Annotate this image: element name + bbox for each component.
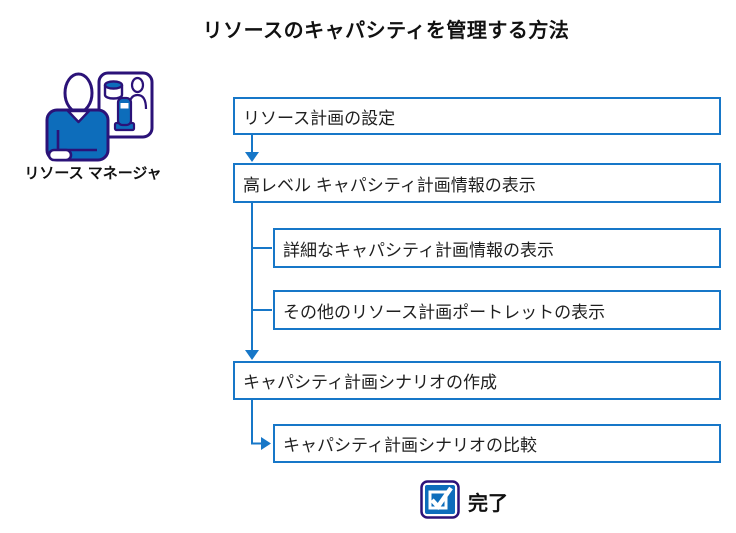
done-label: 完了 [468, 493, 508, 515]
flow-step-create-scenario: キャパシティ計画シナリオの作成 [233, 361, 721, 400]
resource-manager-icon [45, 71, 154, 162]
page-title: リソースのキャパシティを管理する方法 [202, 20, 570, 42]
flow-step-high-level-capacity-info: 高レベル キャパシティ計画情報の表示 [233, 163, 721, 203]
flow-step-other-portlets: その他のリソース計画ポートレットの表示 [273, 290, 721, 330]
flow-step-label: 詳細なキャパシティ計画情報の表示 [283, 240, 554, 260]
flow-step-label: その他のリソース計画ポートレットの表示 [283, 302, 606, 322]
actor-label: リソース マネージャ [24, 165, 162, 182]
flow-step-detailed-capacity-info: 詳細なキャパシティ計画情報の表示 [273, 228, 721, 268]
flow-step-label: リソース計画の設定 [243, 108, 396, 128]
flow-step-label: キャパシティ計画シナリオの作成 [243, 373, 497, 392]
flow-step-label: 高レベル キャパシティ計画情報の表示 [243, 175, 536, 195]
flow-step-resource-plan-setup: リソース計画の設定 [233, 97, 721, 135]
flow-step-compare-scenarios: キャパシティ計画シナリオの比較 [273, 424, 721, 463]
flow-step-label: キャパシティ計画シナリオの比較 [283, 436, 537, 455]
complete-checkbox-icon [420, 480, 460, 519]
